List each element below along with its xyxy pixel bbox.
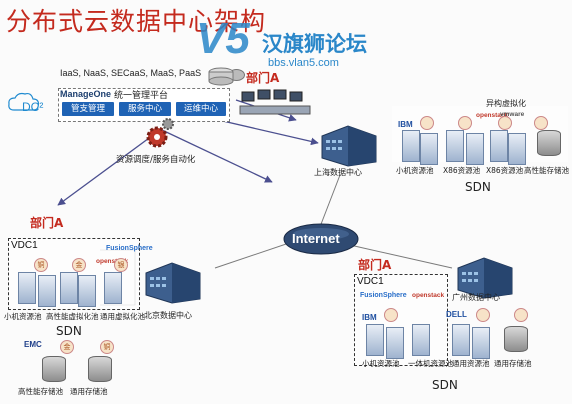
- gear-small-icon: [160, 116, 176, 132]
- shanghai-ibm-logo: IBM: [398, 120, 413, 129]
- scheduling-label: 资源调度/服务自动化: [116, 155, 196, 165]
- dept-a-guangzhou-label: 部门A: [358, 258, 392, 272]
- beijing-tag-1: 铜: [34, 258, 48, 272]
- page-title: 分布式云数据中心架构: [6, 7, 267, 36]
- beijing-storage-pool-1: 高性能存储池: [18, 387, 63, 396]
- shanghai-pool-1: 小机资源池: [396, 166, 434, 175]
- guangzhou-ibm-logo: IBM: [362, 313, 377, 322]
- dept-a-top-label: 部门A: [246, 71, 280, 85]
- beijing-server-4: [78, 275, 96, 307]
- database-icon: [204, 66, 238, 86]
- link-internet-shanghai: [317, 174, 341, 233]
- shanghai-tag-4: [534, 116, 548, 130]
- guangzhou-server-1: [366, 324, 384, 356]
- beijing-tag-2: 金: [72, 258, 86, 272]
- guangzhou-dell-logo: DELL: [446, 310, 467, 319]
- beijing-storage-pool-2: 通用存储池: [70, 387, 108, 396]
- beijing-sdn: SDN: [56, 324, 82, 338]
- dc2-text: DC²: [22, 100, 44, 114]
- shanghai-server-3: [446, 130, 464, 162]
- shanghai-dc-name: 上海数据中心: [314, 168, 362, 177]
- beijing-openstack-logo: openstack: [96, 258, 129, 265]
- guangzhou-fusionsphere-logo: FusionSphere: [360, 292, 407, 299]
- shanghai-server-4: [466, 133, 484, 165]
- guangzhou-server-3: [412, 324, 430, 356]
- guangzhou-tag-1: [384, 308, 398, 322]
- guangzhou-openstack-logo: openstack: [412, 292, 445, 299]
- watermark-url: bbs.vlan5.com: [268, 57, 339, 69]
- beijing-emc-logo: EMC: [24, 340, 42, 349]
- dept-a-terminals: [238, 88, 314, 118]
- shanghai-server-6: [508, 133, 526, 165]
- beijing-server-2: [38, 275, 56, 307]
- shanghai-sdn: SDN: [465, 180, 491, 194]
- shanghai-server-5: [490, 130, 508, 162]
- guangzhou-storage: [504, 326, 528, 352]
- shanghai-hetero-label: 异构虚拟化: [486, 99, 526, 108]
- manageone-platform: 统一管理平台: [114, 91, 169, 101]
- guangzhou-pool-3: 通用资源池: [452, 359, 490, 368]
- beijing-tag-3: 银: [114, 258, 128, 272]
- guangzhou-server-5: [472, 327, 490, 359]
- shanghai-pool-2: X86资源池: [443, 166, 481, 175]
- shanghai-vmware-logo: vmware: [500, 111, 525, 118]
- guangzhou-pool-4: 通用存储池: [494, 359, 532, 368]
- shanghai-server-2: [420, 133, 438, 165]
- shanghai-pool-3: X86资源池: [486, 166, 524, 175]
- shanghai-storage: [537, 130, 561, 156]
- beijing-server-3: [60, 272, 78, 304]
- beijing-storage-tag-2: 铜: [100, 340, 114, 354]
- shanghai-tag-2: [458, 116, 472, 130]
- internet-label: Internet: [292, 231, 340, 246]
- beijing-storage-tag-1: 金: [60, 340, 74, 354]
- beijing-fusionsphere-logo: FusionSphere: [106, 245, 153, 252]
- beijing-server-5: [104, 272, 122, 304]
- watermark-logo: V5: [196, 14, 250, 63]
- guangzhou-tag-2: [476, 308, 490, 322]
- beijing-dc-name: 北京数据中心: [144, 311, 192, 320]
- guangzhou-building-icon: [454, 250, 516, 300]
- manageone-button-1[interactable]: 管支管理: [62, 102, 114, 116]
- manageone-button-3[interactable]: 运维中心: [176, 102, 226, 116]
- beijing-storage-1: [42, 356, 66, 382]
- beijing-building-icon: [142, 255, 204, 305]
- guangzhou-server-2: [386, 327, 404, 359]
- dc2-logo: [6, 90, 52, 114]
- beijing-pool-1: 小机资源池: [4, 312, 42, 321]
- dept-a-beijing-label: 部门A: [30, 216, 64, 230]
- guangzhou-tag-3: [514, 308, 528, 322]
- guangzhou-sdn: SDN: [432, 378, 458, 392]
- beijing-pool-3: 通用虚拟化池: [100, 312, 145, 321]
- manageone-name: ManageOne: [60, 89, 112, 99]
- shanghai-server-1: [402, 130, 420, 162]
- link-internet-beijing: [214, 239, 299, 269]
- guangzhou-vdc-label: VDC1: [357, 276, 384, 287]
- services-list: IaaS, NaaS, SECaaS, MaaS, PaaS: [60, 68, 202, 78]
- guangzhou-dc-name: 广州数据中心: [452, 293, 500, 302]
- beijing-vdc-label: VDC1: [11, 240, 38, 251]
- shanghai-pool-4: 高性能存储池: [524, 166, 569, 175]
- manageone-button-2[interactable]: 服务中心: [119, 102, 171, 116]
- shanghai-tag-3: [498, 116, 512, 130]
- beijing-pool-2: 高性能虚拟化池: [46, 312, 99, 321]
- guangzhou-pool-2: 一体机资源池: [408, 359, 453, 368]
- beijing-server-1: [18, 272, 36, 304]
- beijing-storage-2: [88, 356, 112, 382]
- arrow-to-center: [161, 129, 273, 183]
- shanghai-tag-1: [420, 116, 434, 130]
- internet-cloud: [282, 222, 360, 256]
- arrow-to-beijing: [57, 129, 161, 206]
- guangzhou-pool-1: 小机资源池: [362, 359, 400, 368]
- watermark-name: 汉旗狮论坛: [262, 32, 367, 56]
- shanghai-openstack-logo: openstack: [476, 112, 509, 119]
- gear-icon: [144, 124, 170, 150]
- shanghai-building-icon: [318, 118, 380, 168]
- guangzhou-server-4: [452, 324, 470, 356]
- link-internet-guangzhou: [349, 244, 453, 269]
